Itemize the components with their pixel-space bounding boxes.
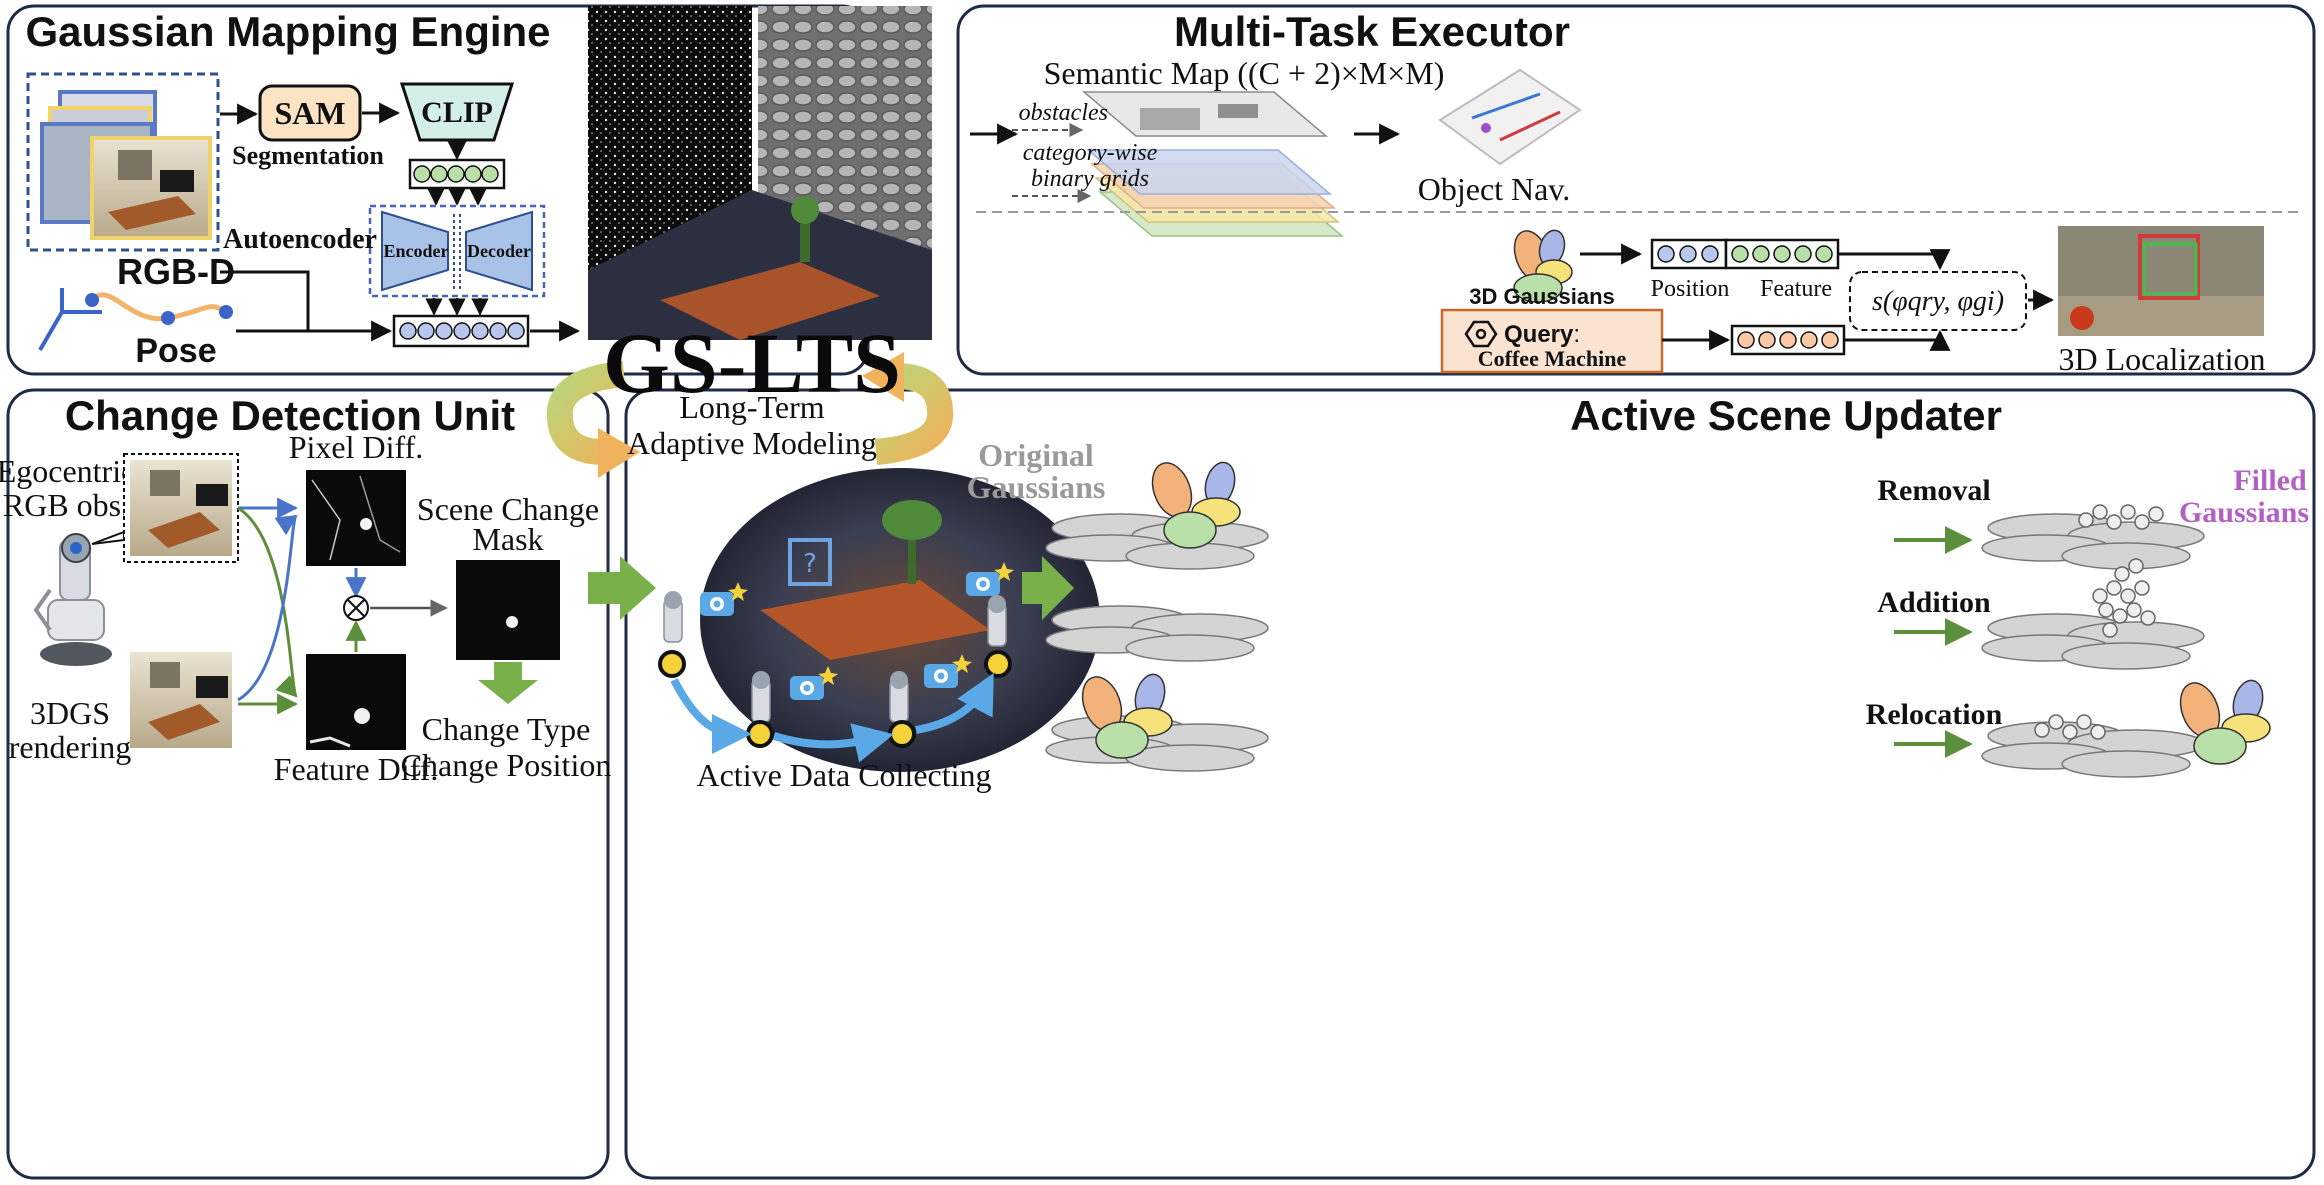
mask-label-2: Mask — [472, 521, 543, 557]
autoencoder-label: Autoencoder — [223, 224, 377, 255]
encoder-label: Encoder — [384, 241, 449, 261]
removal-original-gaussians — [1045, 461, 1269, 570]
object-nav-map — [1438, 68, 1582, 166]
ego-label-1: Egocentric — [0, 453, 135, 489]
gaussians-3d-label: 3D Gaussians — [1469, 284, 1615, 309]
position-label: Position — [1651, 276, 1730, 302]
mask-label-1: Scene Change — [417, 491, 599, 527]
change-type-label: Change Type — [422, 711, 591, 747]
robot-position-3 — [888, 671, 916, 748]
addition-original-gaussians — [1045, 605, 1269, 662]
mapping-title: Gaussian Mapping Engine — [25, 8, 550, 55]
camera-icon-1 — [700, 582, 748, 616]
encoder-block — [381, 210, 449, 292]
ego-label-2: RGB obs. — [3, 487, 129, 523]
segmentation-label: Segmentation — [232, 141, 384, 170]
gaussian-feature-vector — [392, 314, 530, 348]
multiply-icon — [343, 595, 369, 621]
rendered-image — [130, 652, 232, 748]
decoder-label: Decoder — [467, 241, 531, 261]
sam-label: SAM — [274, 95, 345, 131]
mask-down-arrow — [478, 662, 538, 704]
panel-executor — [956, 4, 2316, 376]
original-label-2: Gaussians — [967, 469, 1106, 505]
updater-title: Active Scene Updater — [1570, 392, 2002, 439]
center-subtitle-1: Long-Term — [679, 389, 824, 425]
cycle-arrow-right — [862, 352, 954, 465]
semantic-map-layers — [1081, 91, 1345, 237]
collecting-label: Active Data Collecting — [696, 757, 991, 793]
camera-icon-4 — [966, 562, 1014, 596]
robot-position-4 — [984, 595, 1012, 678]
change-mask-image — [456, 560, 560, 660]
center-title: GS-LTS — [603, 315, 901, 411]
addition-result-gaussians — [1981, 558, 2205, 670]
scene-rendered-room — [588, 190, 932, 340]
localization-label: 3D Localization — [2058, 341, 2265, 377]
camera-icon-2 — [790, 666, 838, 700]
category-label-2: binary grids — [1031, 166, 1149, 192]
localization-image — [2058, 226, 2264, 336]
sam-box — [258, 84, 362, 142]
feature-diff-label: Feature Diff. — [274, 751, 439, 787]
original-label-1: Original — [978, 437, 1094, 473]
obstacles-label: obstacles — [1019, 100, 1108, 126]
query-icon — [1464, 320, 1498, 348]
robot-position-1 — [658, 591, 686, 678]
robot-icon — [33, 533, 112, 666]
category-label-1: category-wise — [1023, 140, 1158, 166]
relocation-label: Relocation — [1866, 698, 2003, 731]
rgbd-frames — [26, 72, 220, 252]
svg-text:?: ? — [803, 549, 817, 579]
position-feature-vector — [1650, 238, 1840, 270]
pose-label: Pose — [135, 332, 216, 370]
robot-position-2 — [746, 671, 774, 748]
flow-arrow-change-to-updater — [588, 556, 656, 620]
autoencoder-box — [368, 204, 546, 298]
filled-label-2: Gaussians — [2179, 496, 2309, 529]
feature-diff-image — [306, 654, 406, 750]
object-nav-label: Object Nav. — [1418, 171, 1571, 207]
relocation-result-gaussians — [1981, 679, 2271, 778]
relocation-original-gaussians — [1045, 673, 1269, 772]
panel-updater — [624, 388, 2316, 1180]
similarity-label: s(φqry, φgi) — [1872, 286, 2004, 317]
render-label-2: rendering — [9, 729, 132, 765]
render-label-1: 3DGS — [30, 695, 110, 731]
semantic-map-label: Semantic Map ((C + 2)×M×M) — [1044, 55, 1445, 91]
panel-change — [6, 388, 610, 1180]
query-feature-vector — [1730, 324, 1846, 356]
pixel-diff-label: Pixel Diff. — [289, 429, 424, 465]
removal-result-gaussians — [1981, 504, 2205, 570]
filled-label-1: Filled — [2233, 464, 2307, 497]
feature-label: Feature — [1760, 276, 1832, 302]
removal-label: Removal — [1877, 474, 1990, 507]
pixel-diff-image — [306, 470, 406, 566]
change-title: Change Detection Unit — [65, 392, 515, 439]
clip-box — [399, 82, 515, 142]
query-label: Query: — [1504, 321, 1580, 348]
executor-title: Multi-Task Executor — [1174, 8, 1570, 55]
change-position-label: Change Position — [401, 747, 612, 783]
similarity-box — [1849, 271, 2027, 331]
ego-observation-image — [130, 460, 232, 556]
gaussians-3d-icon — [1513, 229, 1573, 303]
flow-arrow-scene-to-gaussians — [1022, 556, 1074, 620]
pose-axes-icon — [38, 288, 233, 352]
decoder-block — [465, 210, 533, 292]
clip-label: CLIP — [421, 96, 493, 129]
cycle-arrow-left — [546, 361, 640, 478]
clip-feature-vector — [408, 158, 506, 190]
query-value: Coffee Machine — [1478, 346, 1627, 371]
center-subtitle-2: Adaptive Modeling — [627, 425, 877, 461]
rgbd-label: RGB-D — [117, 251, 235, 292]
camera-icon-3 — [924, 654, 972, 688]
addition-label: Addition — [1877, 586, 1991, 619]
collecting-path — [670, 678, 752, 754]
